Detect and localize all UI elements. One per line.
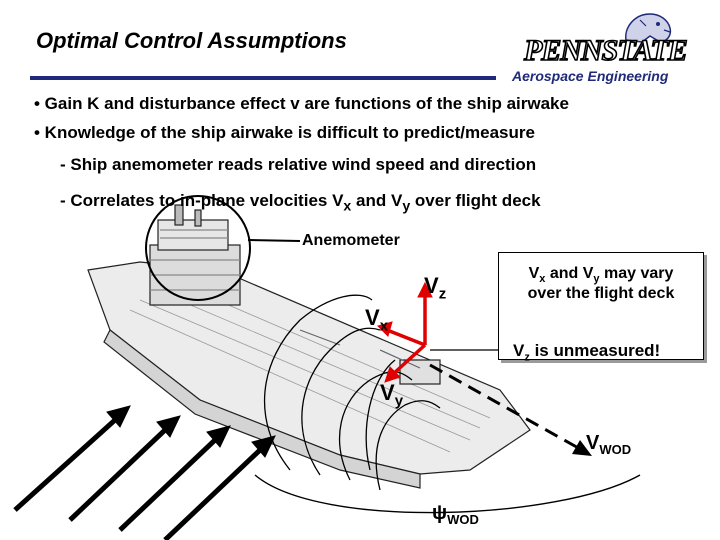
- v-symbol: V: [365, 305, 380, 330]
- title-rule: [30, 76, 496, 80]
- subscript: WOD: [447, 512, 479, 527]
- v-symbol: V: [586, 432, 600, 454]
- vwod-vector: [429, 363, 592, 456]
- note-text: V: [513, 341, 525, 360]
- note-line-2: over the flight deck: [527, 285, 675, 302]
- sub-bullet-correlates: - Correlates to in-plane velocities Vx a…: [60, 191, 541, 214]
- note-box: Vx and Vy may vary over the flight deck …: [498, 252, 704, 363]
- note-line-3: Vz is unmeasured!: [513, 341, 703, 363]
- subscript: y: [593, 273, 600, 286]
- sub-bullet-anemometer: - Ship anemometer reads relative wind sp…: [60, 155, 537, 174]
- wind-arrows: [13, 405, 276, 540]
- note-text: may vary: [599, 265, 674, 282]
- velocity-vectors: [377, 281, 433, 383]
- subscript: z: [438, 285, 447, 303]
- nittany-lion-logo-icon: [625, 13, 672, 43]
- vwod-label: VWOD: [586, 432, 631, 457]
- subscript: WOD: [599, 442, 632, 457]
- sub-text: - Correlates to in-plane velocities V: [60, 191, 344, 210]
- note-text: and V: [545, 265, 594, 282]
- subscript: y: [402, 198, 411, 215]
- subscript: y: [394, 392, 404, 410]
- vx-label: Vx: [365, 305, 388, 334]
- note-text: V: [528, 265, 540, 282]
- subscript: z: [524, 351, 530, 364]
- airwake-streamlines: [263, 294, 441, 491]
- note-text: is unmeasured!: [529, 341, 661, 360]
- vz-label: Vz: [424, 273, 446, 302]
- department-label: Aerospace Engineering: [512, 68, 669, 84]
- subscript: x: [539, 273, 546, 286]
- v-symbol: V: [380, 380, 395, 405]
- bullet-gain: • Gain K and disturbance effect v are fu…: [34, 94, 569, 113]
- note-line-1: Vx and Vy may vary: [499, 265, 703, 285]
- ship-illustration: [87, 204, 531, 489]
- anemometer-callout: [145, 195, 301, 301]
- pennstate-logo-text: PENNSTATE: [523, 33, 688, 68]
- v-symbol: V: [424, 273, 439, 298]
- psi-wod-label: ψWOD: [432, 502, 479, 527]
- vy-label: Vy: [380, 380, 403, 409]
- anemometer-label: Anemometer: [302, 232, 400, 249]
- psi-symbol: ψ: [432, 502, 448, 524]
- psi-wod-arc: [254, 474, 641, 514]
- subscript: x: [379, 317, 389, 335]
- sub-text: over flight deck: [410, 191, 541, 210]
- bullet-knowledge: • Knowledge of the ship airwake is diffi…: [34, 123, 535, 142]
- slide-title: Optimal Control Assumptions: [36, 28, 347, 53]
- sub-text: and V: [351, 191, 403, 210]
- subscript: x: [343, 198, 352, 215]
